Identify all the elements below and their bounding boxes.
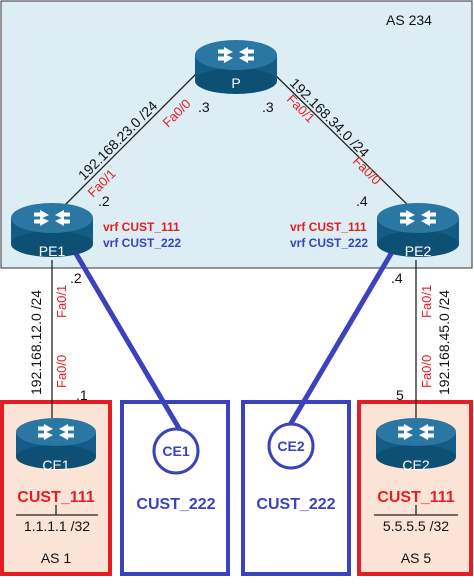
ip-pe2-link-p: .4 xyxy=(356,193,368,209)
cust111-right-name: CUST_111 xyxy=(377,489,454,506)
router-pe2 xyxy=(377,203,459,257)
cust111-right-loopback: 5.5.5.5 /32 xyxy=(383,518,449,534)
cust111-right-as: AS 5 xyxy=(401,550,432,566)
cust111-left-as: AS 1 xyxy=(41,550,72,566)
vrf-pe2-cust222: vrf CUST_222 xyxy=(290,236,368,250)
cust222-right-name: CUST_222 xyxy=(256,496,335,513)
cust111-left-loopback: 1.1.1.1 /32 xyxy=(24,518,90,534)
ip-p-link-pe1: .3 xyxy=(198,99,210,115)
subnet-pe2-ce2: 192.168.45.0 /24 xyxy=(436,290,452,395)
vrf-link-pe2-ce2-blue xyxy=(284,250,395,432)
ce1-blue-label: CE1 xyxy=(162,443,189,459)
router-ce1-label: CE1 xyxy=(42,457,69,473)
vrf-pe1-cust111: vrf CUST_111 xyxy=(103,220,180,234)
ce1-blue-circle xyxy=(152,427,200,475)
ce2-blue-label: CE2 xyxy=(277,438,304,454)
link-p-pe2 xyxy=(269,69,419,216)
cust222-left-name: CUST_222 xyxy=(136,496,215,513)
as234-label: AS 234 xyxy=(386,12,432,28)
router-ce2-label: CE2 xyxy=(402,457,429,473)
ce2-blue-circle xyxy=(267,422,315,470)
router-pe2-label: PE2 xyxy=(405,243,432,259)
iface-pe2-fa0-1-down: Fa0/1 xyxy=(419,285,434,318)
vrf-pe2-cust111: vrf CUST_111 xyxy=(290,220,367,234)
ip-pe1-link-ce1: .2 xyxy=(70,270,82,286)
iface-ce2-fa0-0: Fa0/0 xyxy=(419,355,434,388)
ip-pe1-link-p: .2 xyxy=(98,193,110,209)
ip-p-link-pe2: .3 xyxy=(262,99,274,115)
vrf-pe1-cust222: vrf CUST_222 xyxy=(103,236,181,250)
router-ce1 xyxy=(16,418,96,469)
router-pe1 xyxy=(11,203,93,257)
router-p-label: P xyxy=(231,75,240,91)
cust111-left-name: CUST_111 xyxy=(17,489,94,506)
cust222-right-box xyxy=(241,400,351,576)
iface-pe1-fa0-1-down: Fa0/1 xyxy=(54,285,69,318)
router-ce2 xyxy=(376,418,456,469)
iface-ce1-fa0-0: Fa0/0 xyxy=(54,355,69,388)
router-pe1-label: PE1 xyxy=(39,243,66,259)
subnet-pe1-ce1: 192.168.12.0 /24 xyxy=(28,290,44,395)
router-p xyxy=(195,40,277,94)
ip-ce1-link-pe1: .1 xyxy=(76,387,88,403)
ip-pe2-link-ce2: .4 xyxy=(391,270,403,286)
vrf-link-pe1-ce1-blue xyxy=(72,250,183,432)
ip-ce2-link-pe2: 5 xyxy=(396,387,404,403)
link-pe1-p xyxy=(54,69,201,216)
